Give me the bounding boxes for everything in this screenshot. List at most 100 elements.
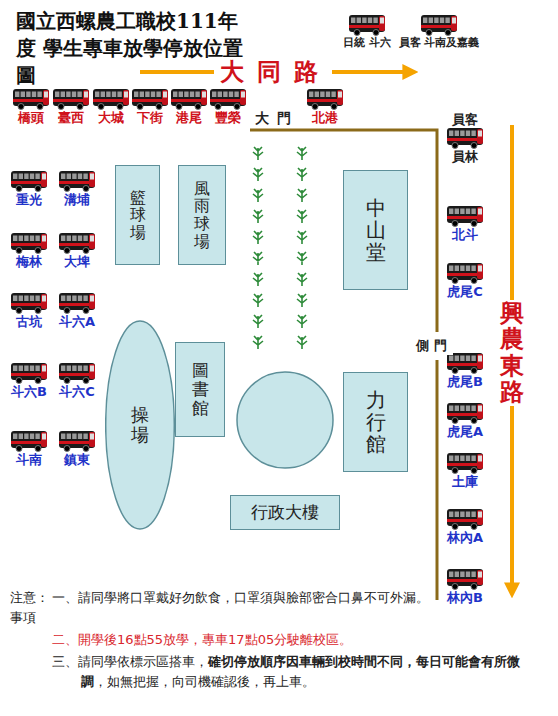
- bus-route-label: 斗六B: [10, 384, 48, 399]
- bus-window: [67, 366, 71, 372]
- bus-window: [455, 512, 459, 518]
- bus-window: [83, 174, 87, 180]
- gate-label: 大門: [255, 110, 300, 127]
- bus-route-label: 北斗: [446, 227, 484, 242]
- bus-route-label: 大埤: [58, 254, 96, 269]
- bus-wheel: [312, 104, 318, 110]
- bus-stop: 土庫: [446, 452, 484, 489]
- tree: [253, 336, 263, 349]
- bus-body: [447, 263, 483, 280]
- bus-window: [24, 236, 28, 242]
- bus-window: [35, 296, 39, 302]
- bus-wheel: [452, 278, 458, 284]
- bus-window: [67, 174, 71, 180]
- bus-stop: 斗六B: [10, 362, 48, 399]
- bus-windshield: [241, 92, 245, 98]
- bus-window: [101, 92, 105, 98]
- bus-icon: [58, 292, 96, 314]
- bus-windshield: [42, 434, 46, 440]
- bus-front: [477, 354, 483, 369]
- bus-front: [41, 364, 47, 379]
- bus-window: [61, 366, 65, 372]
- bus-front: [89, 172, 95, 187]
- bus-wheel: [156, 104, 162, 110]
- bus-body: [447, 128, 483, 145]
- bus-route-label: 北港: [306, 110, 344, 125]
- bus-icon: [446, 402, 484, 424]
- bus-wheel: [452, 418, 458, 424]
- bus-window: [434, 18, 438, 24]
- bus-window: [455, 131, 459, 137]
- tree: [297, 231, 307, 244]
- bus-window: [460, 456, 464, 462]
- bus-stop: 港尾: [170, 88, 208, 125]
- building-name: 中山堂: [366, 197, 386, 263]
- bus-window: [466, 356, 470, 362]
- legend-item: 員客 斗南及嘉義: [399, 14, 480, 50]
- bus-window: [61, 92, 65, 98]
- bus-icon: [170, 88, 208, 110]
- bus-windshield: [42, 366, 46, 372]
- bus-window: [37, 92, 41, 98]
- bus-window: [466, 456, 470, 462]
- tree: [253, 210, 263, 223]
- bus-route-label: 豐榮: [209, 110, 247, 125]
- bus-windshield: [478, 356, 482, 362]
- bus-window: [460, 356, 464, 362]
- tree: [253, 168, 263, 181]
- bus-windshield: [478, 131, 482, 137]
- bus-window: [13, 236, 17, 242]
- bus-icon: [92, 88, 130, 110]
- bus-window: [471, 456, 475, 462]
- bus-stop: 林內B: [446, 568, 484, 605]
- bus-windshield: [380, 18, 384, 24]
- bus-windshield: [478, 572, 482, 578]
- tree: [297, 168, 307, 181]
- bus-wheel: [83, 446, 89, 452]
- bus-icon: [131, 88, 169, 110]
- bus-route-label: 鎮東: [58, 452, 96, 467]
- bus-wheel: [64, 308, 70, 314]
- bus-windshield: [90, 366, 94, 372]
- bus-body: [93, 89, 129, 106]
- bus-stop: 林內A: [446, 508, 484, 545]
- bus-window: [21, 92, 25, 98]
- round-plaza: [237, 372, 333, 468]
- bus-body: [307, 89, 343, 106]
- bus-route-label: 林內A: [446, 530, 484, 545]
- bus-front: [43, 90, 49, 105]
- bus-window: [455, 266, 459, 272]
- bus-stop: 臺西: [52, 88, 90, 125]
- bus-window: [309, 92, 313, 98]
- building-name: 風雨球場: [194, 180, 210, 250]
- bus-window: [61, 296, 65, 302]
- bus-front: [451, 16, 457, 31]
- bus-front: [89, 294, 95, 309]
- bus-window: [30, 366, 34, 372]
- tree: [297, 189, 307, 202]
- bus-icon: [348, 14, 386, 36]
- bus-wheel: [373, 30, 379, 36]
- bus-window: [106, 92, 110, 98]
- bus-window: [72, 174, 76, 180]
- bus-route-label: 虎尾B: [446, 374, 484, 389]
- bus-window: [61, 174, 65, 180]
- bus-window: [449, 406, 453, 412]
- bus-window: [30, 236, 34, 242]
- bus-window: [83, 236, 87, 242]
- bus-icon: [10, 232, 48, 254]
- bus-window: [67, 434, 71, 440]
- bus-front: [477, 510, 483, 525]
- bus-window: [373, 18, 377, 24]
- building-name: 圖書館: [192, 361, 209, 417]
- building-name: 力行館: [366, 389, 386, 455]
- bus-icon: [446, 352, 484, 374]
- bus-wheel: [471, 278, 477, 284]
- bus-windshield: [202, 92, 206, 98]
- bus-wheel: [18, 104, 24, 110]
- bus-body: [421, 15, 457, 32]
- bus-front: [240, 90, 246, 105]
- note-item: 三、請同學依標示區搭車，確切停放順序因車輛到校時間不同，每日可能會有所微調，如無…: [52, 652, 542, 692]
- bus-front: [123, 90, 129, 105]
- note-text: 三、請同學依標示區搭車，: [52, 654, 208, 669]
